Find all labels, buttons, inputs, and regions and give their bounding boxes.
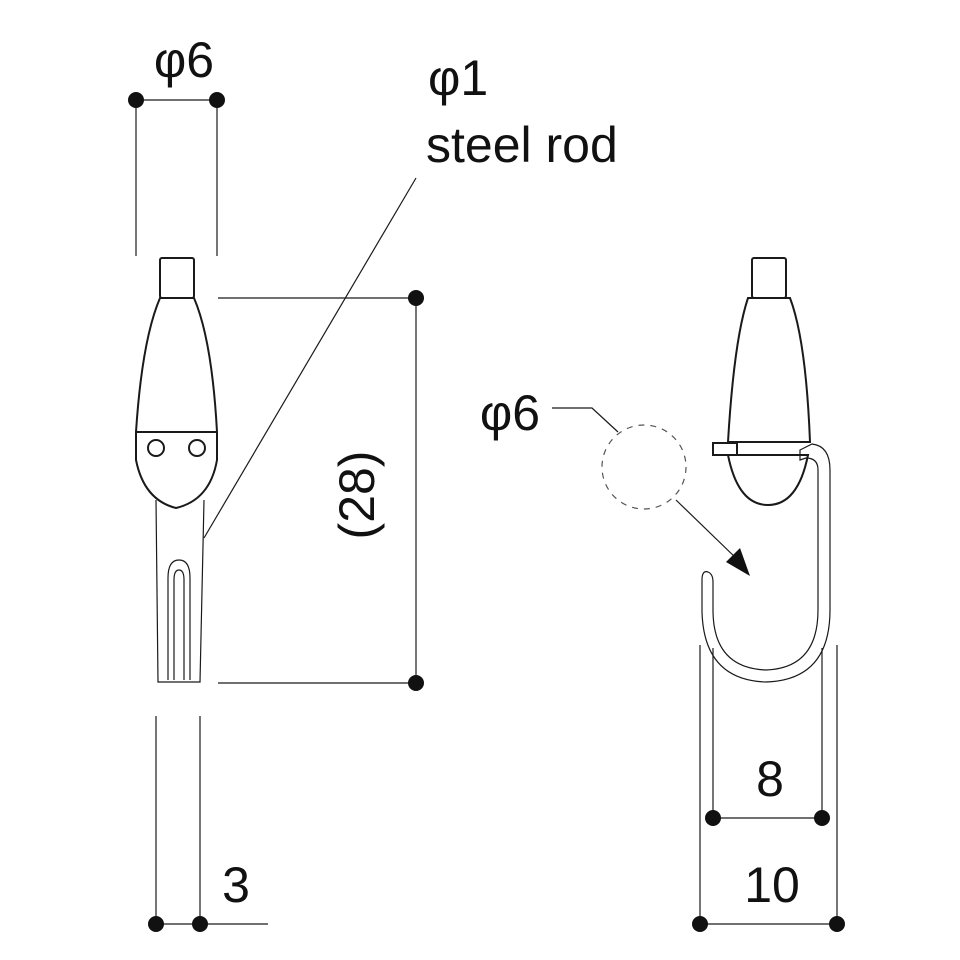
- inner-width-label: 8: [756, 751, 784, 807]
- height-label: (28): [329, 451, 385, 540]
- dimension-dot: [692, 916, 708, 932]
- left-view: φ6 φ1 steel rod (28) 3: [128, 32, 618, 932]
- hook-diameter-label: φ6: [480, 385, 540, 441]
- gripper-body-right: [726, 297, 812, 443]
- fork-slot-inner: [173, 569, 185, 680]
- hole-icon: [188, 439, 206, 457]
- dimension-dot: [829, 916, 845, 932]
- top-diameter-label: φ6: [154, 32, 214, 88]
- dimension-dot: [814, 810, 830, 826]
- gripper-dome-right: [726, 454, 810, 507]
- top-stub-left: [159, 257, 195, 299]
- dimension-dot: [209, 92, 225, 108]
- rod-leader-line: [203, 177, 417, 539]
- hook-wire: [701, 443, 831, 683]
- arrow-head-icon: [726, 548, 750, 576]
- top-stub-right: [751, 257, 787, 299]
- hook-diameter-leader: [552, 407, 619, 433]
- outer-width-label: 10: [744, 857, 800, 913]
- dimension-dot: [408, 290, 424, 306]
- right-view: φ6 8 10: [480, 257, 845, 932]
- dimension-dot: [128, 92, 144, 108]
- fork-width-label: 3: [222, 857, 250, 913]
- hook-diameter-circle: [601, 424, 687, 510]
- hole-icon: [147, 439, 165, 457]
- dimension-dot: [408, 675, 424, 691]
- gripper-collar-left: [135, 431, 218, 510]
- dimension-dot: [192, 916, 208, 932]
- dimension-dot: [148, 916, 164, 932]
- fork-outline: [155, 499, 205, 683]
- fork-slot-outer: [167, 559, 191, 680]
- pin-right: [712, 442, 738, 456]
- dimension-dot: [705, 810, 721, 826]
- rod-material-label: steel rod: [426, 117, 618, 173]
- gripper-body-left: [134, 297, 219, 433]
- hook-arrow-line: [675, 499, 739, 561]
- rod-diameter-label: φ1: [428, 50, 488, 106]
